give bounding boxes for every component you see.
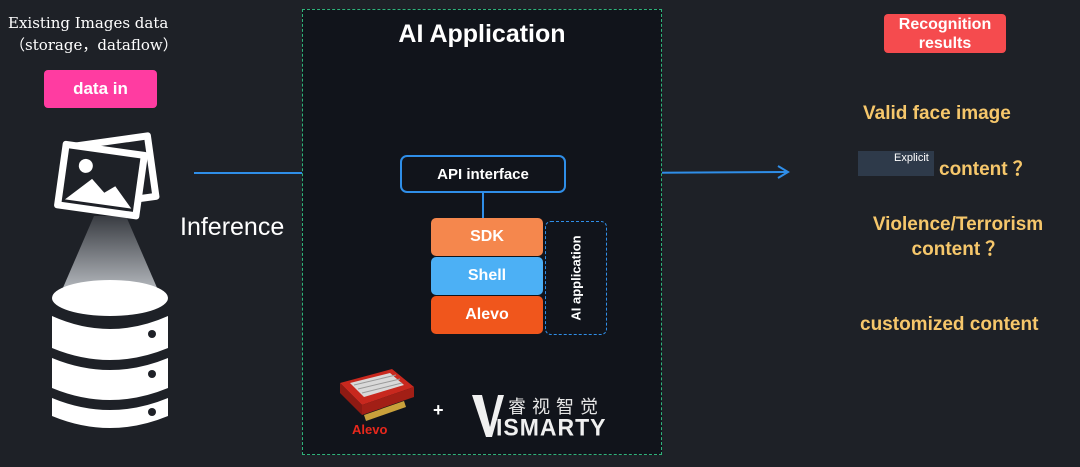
database-icon (52, 216, 168, 428)
api-connector (482, 193, 484, 219)
inference-label: Inference (180, 213, 285, 241)
api-interface-box: API interface (400, 155, 566, 193)
brand-name-en: ISMARTY (496, 413, 607, 441)
results-badge-line2: results (918, 34, 972, 52)
layer-alevo: Alevo (431, 296, 543, 334)
hardware-label: Alevo (352, 422, 388, 437)
ai-application-vertical-label: AI application (568, 235, 584, 321)
panel-title: AI Application (398, 20, 566, 48)
result-violence-line2: content ？ (911, 239, 1005, 260)
result-violence-terrorism: Violence/Terrorism content ？ (858, 212, 1058, 262)
source-title-line1: Existing Images data (8, 14, 169, 32)
data-in-badge: data in (44, 70, 157, 108)
censor-label: Explicit (894, 152, 929, 164)
vismarty-logo (472, 395, 504, 437)
result-violence-line1: Violence/Terrorism (872, 214, 1044, 235)
results-badge-line1: Recognition (898, 15, 992, 33)
censor-box (858, 151, 934, 176)
plus-sign: + (433, 400, 444, 420)
source-title: Existing Images data （storage，dataflow） (8, 12, 228, 56)
result-valid-face: Valid face image (863, 103, 1011, 124)
ai-application-bracket (545, 221, 607, 335)
accelerator-card-image (340, 369, 414, 421)
recognition-results-badge: Recognition results (884, 14, 1006, 53)
layer-sdk: SDK (431, 218, 543, 256)
image-stack-icon (54, 132, 160, 220)
result-customized-content: customized content (860, 314, 1039, 335)
result-explicit-content: content ？ (939, 159, 1032, 180)
source-title-line2: （storage，dataflow） (10, 36, 178, 54)
layer-shell: Shell (431, 257, 543, 295)
brand-name-cn: 睿视智觉 (508, 397, 604, 417)
